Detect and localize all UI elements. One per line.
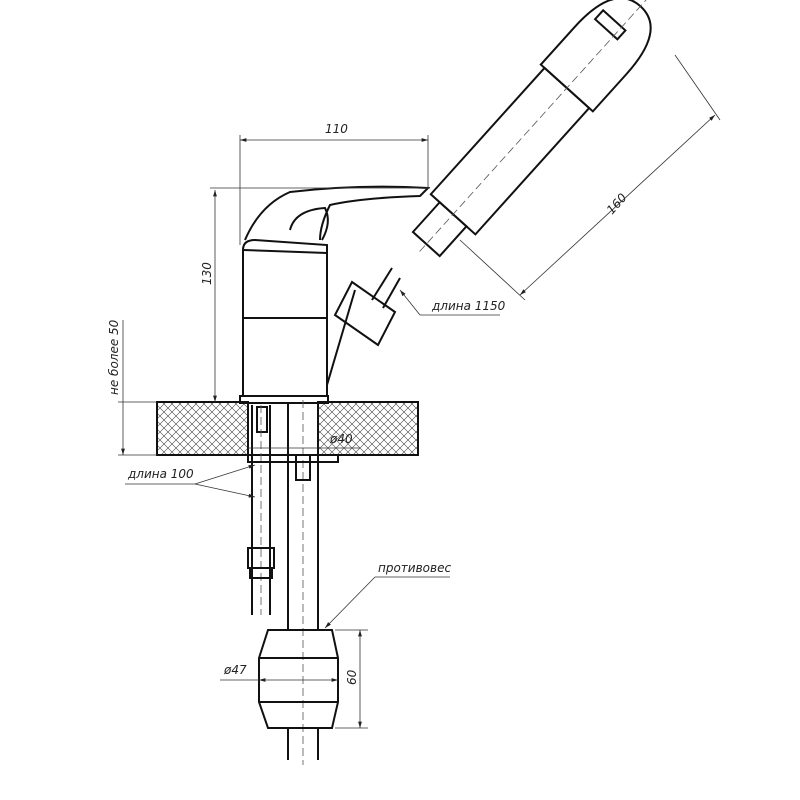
counterweight-diameter-dim: ø47 bbox=[220, 663, 338, 682]
faucet-body bbox=[239, 238, 329, 404]
supply-pipe bbox=[287, 400, 319, 765]
dim-50-label: не более 50 bbox=[107, 319, 121, 395]
shower-head bbox=[411, 0, 652, 258]
counterweight-height-label: 60 bbox=[345, 669, 359, 685]
flex-hose bbox=[247, 405, 275, 615]
counterweight-diameter-label: ø47 bbox=[223, 663, 247, 677]
dimension-160: 160 bbox=[459, 54, 721, 301]
dim-110-label: 110 bbox=[325, 122, 348, 136]
lever-handle bbox=[244, 185, 431, 241]
hole-diameter-dim: ø40 bbox=[248, 432, 360, 449]
dim-130-label: 130 bbox=[200, 262, 214, 285]
counterweight-height-dim: 60 bbox=[335, 629, 368, 729]
counterweight-callout: противовес bbox=[324, 561, 451, 629]
dimension-50: не более 50 bbox=[107, 319, 157, 456]
supply-length-callout: длина 100 bbox=[125, 464, 256, 498]
counterweight bbox=[258, 629, 339, 729]
countertop bbox=[156, 401, 419, 456]
hose-length-callout: длина 1150 bbox=[399, 289, 506, 316]
hose-length-label: длина 1150 bbox=[431, 299, 506, 313]
dimension-110: 110 bbox=[239, 122, 429, 245]
spout bbox=[326, 267, 401, 386]
counterweight-label: противовес bbox=[378, 561, 451, 575]
mounting-washer bbox=[247, 454, 339, 463]
supply-length-label: длина 100 bbox=[127, 467, 194, 481]
dimension-130: 130 bbox=[200, 187, 430, 402]
hole-diameter-label: ø40 bbox=[329, 432, 353, 446]
dim-160-label: 160 bbox=[604, 190, 630, 217]
